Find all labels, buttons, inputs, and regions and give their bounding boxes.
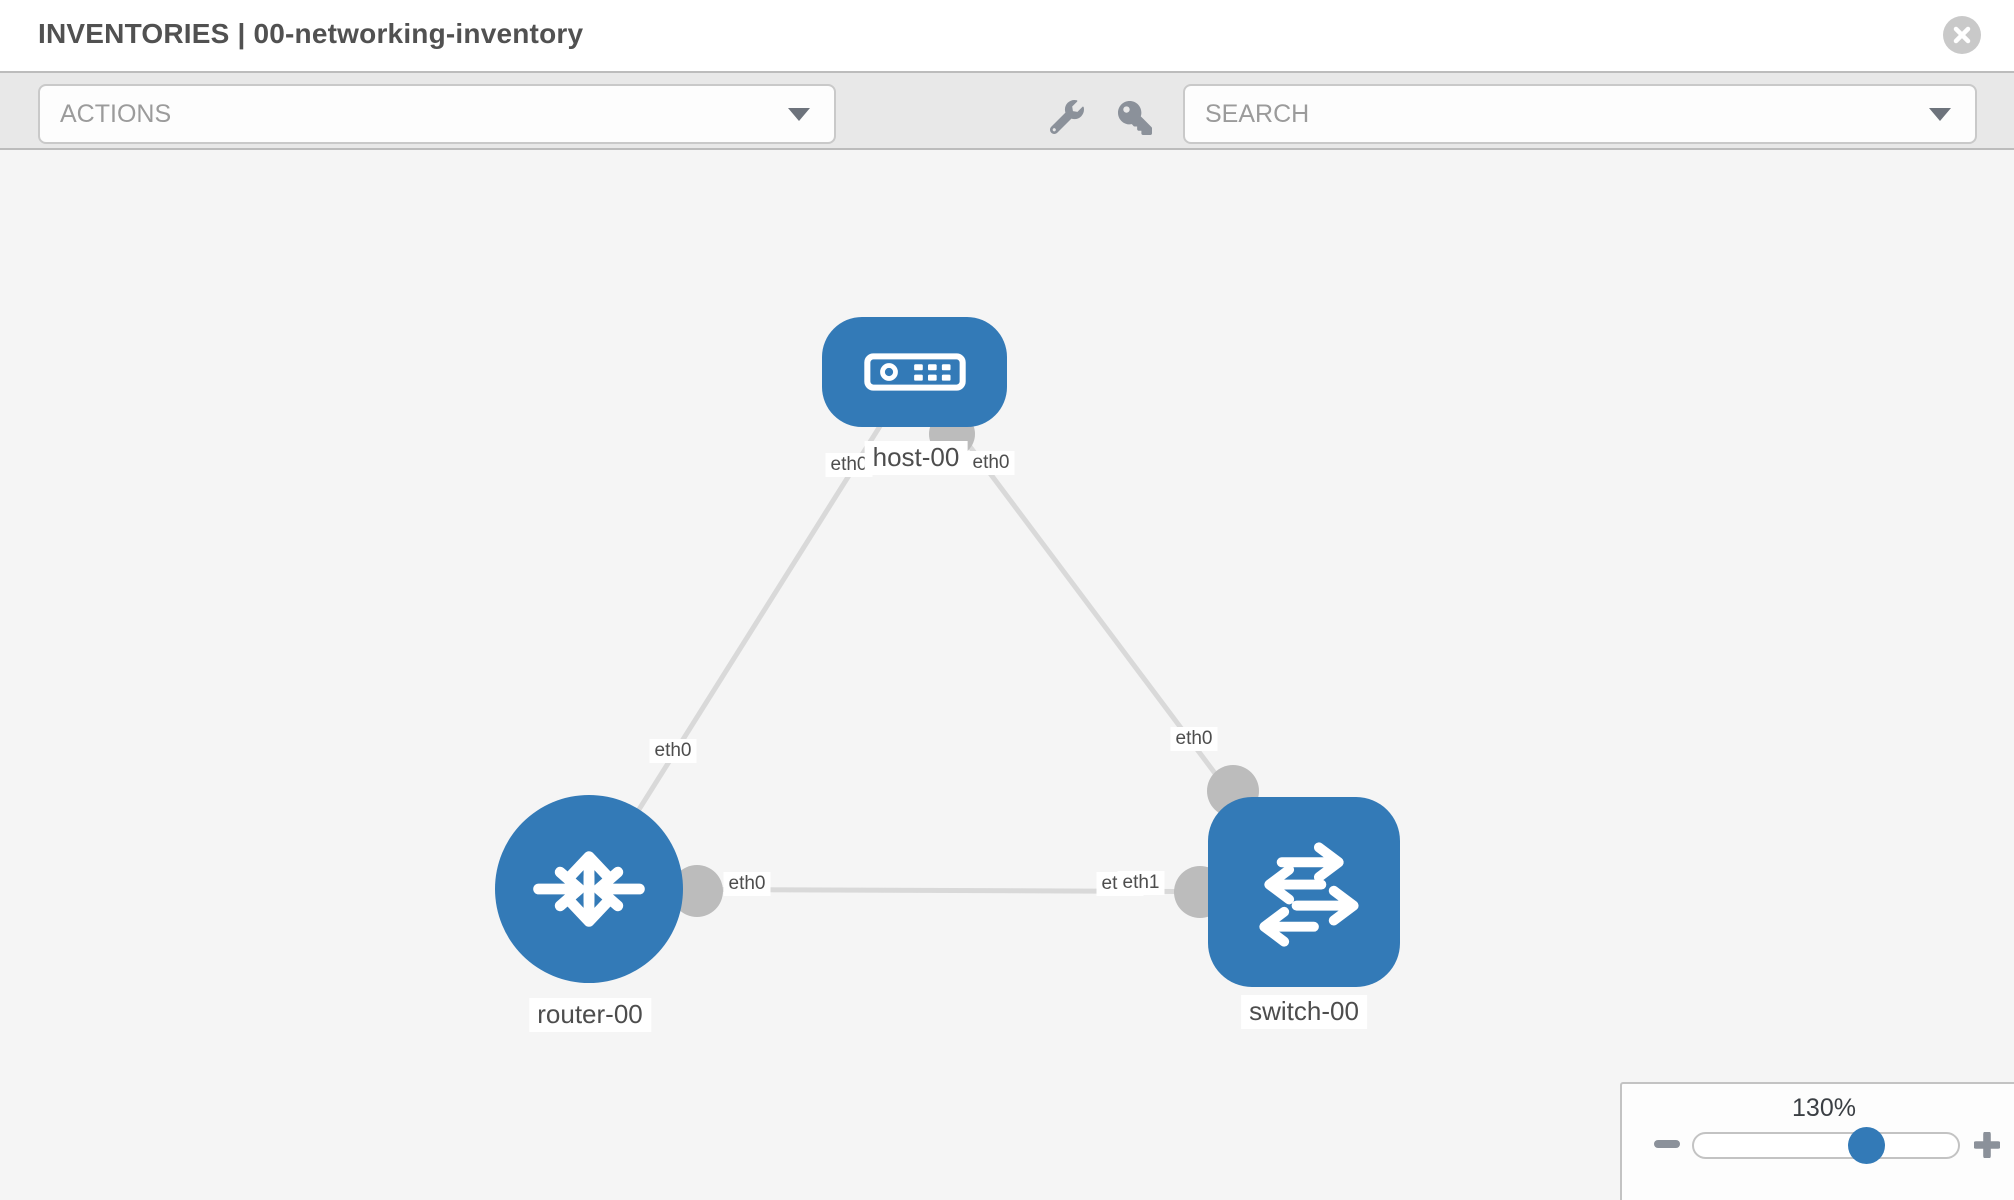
page-title: INVENTORIES | 00-networking-inventory — [38, 18, 584, 49]
zoom-out-button[interactable] — [1654, 1140, 1680, 1148]
credentials-button[interactable] — [1118, 101, 1152, 138]
node-label-host: host-00 — [864, 441, 968, 475]
server-icon — [863, 353, 966, 391]
topology-graph — [586, 370, 1306, 918]
configure-button[interactable] — [1049, 100, 1084, 137]
caret-down-icon — [788, 108, 810, 121]
search-dropdown[interactable]: SEARCH — [1183, 84, 1977, 144]
search-dropdown-label: SEARCH — [1205, 99, 1310, 128]
zoom-panel: 130% — [1620, 1082, 2014, 1200]
router-arrows-icon — [533, 851, 645, 927]
interface-label: eth0 — [825, 453, 873, 477]
zoom-slider-handle[interactable] — [1848, 1127, 1885, 1164]
node-label-router: router-00 — [529, 998, 651, 1032]
interface-label: eth1 — [1117, 871, 1165, 895]
zoom-in-button[interactable] — [1972, 1130, 2002, 1161]
topology-canvas[interactable]: host-00 router-00 switch-00 eth0 eth0 et… — [0, 150, 2014, 1200]
node-switch-00[interactable] — [1208, 797, 1400, 987]
caret-down-icon — [1929, 108, 1951, 121]
close-icon — [1953, 26, 1971, 44]
port-dot-router-right — [671, 865, 723, 917]
interface-label: eth0 — [967, 451, 1015, 475]
close-button[interactable] — [1943, 16, 1981, 54]
zoom-slider[interactable] — [1692, 1127, 1960, 1164]
actions-dropdown[interactable]: ACTIONS — [38, 84, 836, 144]
page-header: INVENTORIES | 00-networking-inventory — [0, 0, 2014, 71]
node-router-00[interactable] — [495, 795, 683, 983]
switch-arrows-icon — [1259, 842, 1359, 947]
key-icon — [1118, 101, 1152, 135]
toolbar: ACTIONS SEARCH — [0, 71, 2014, 150]
node-label-switch: switch-00 — [1241, 995, 1367, 1029]
interface-label: eth0 — [723, 872, 771, 896]
interface-label: eth0 — [1170, 727, 1218, 751]
actions-dropdown-label: ACTIONS — [60, 99, 172, 128]
node-host-00[interactable] — [822, 317, 1007, 427]
wrench-icon — [1049, 100, 1084, 135]
plus-icon — [1972, 1130, 2002, 1160]
zoom-level-label: 130% — [1792, 1094, 1856, 1122]
interface-label: eth0 — [649, 739, 697, 763]
